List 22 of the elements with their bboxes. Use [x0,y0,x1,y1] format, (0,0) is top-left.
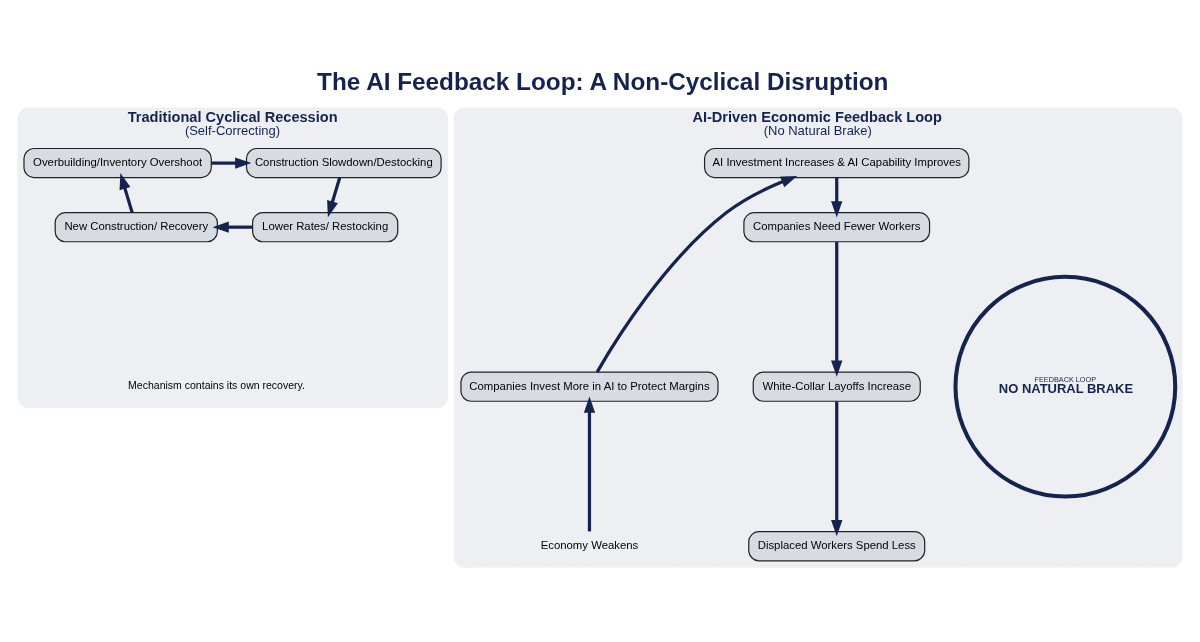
node-box: Overbuilding/Inventory Overshoot [23,147,212,179]
diagram-title: The AI Feedback Loop: A Non-Cyclical Disruption [317,68,889,96]
node-circle: FEEDBACK LOOP NO NATURAL BRAKE [953,274,1178,499]
arrow [831,241,843,377]
arrow [831,401,843,537]
arrow [119,173,134,213]
node-text: Economy Weakens [540,539,639,552]
node-box: New Construction/ Recovery [54,211,218,243]
arrow [583,396,596,532]
arrow [327,177,342,218]
node-box: Companies Invest More in AI to Protect Margins [460,371,719,402]
node-box: Displaced Workers Spend Less [748,531,926,562]
arrow [211,157,252,169]
arrow [212,221,253,233]
node-box: White-Collar Layoffs Increase [752,371,921,402]
label: Mechanism contains its own recovery. [128,379,305,392]
arrow [831,177,843,218]
node-box: Companies Need Fewer Workers [743,211,931,243]
arrow [595,175,798,373]
node-box: Lower Rates/ Restocking [252,211,399,243]
node-box: Construction Slowdown/Destocking [245,147,442,179]
node-box: AI Investment Increases & AI Capability Improves [703,147,970,179]
